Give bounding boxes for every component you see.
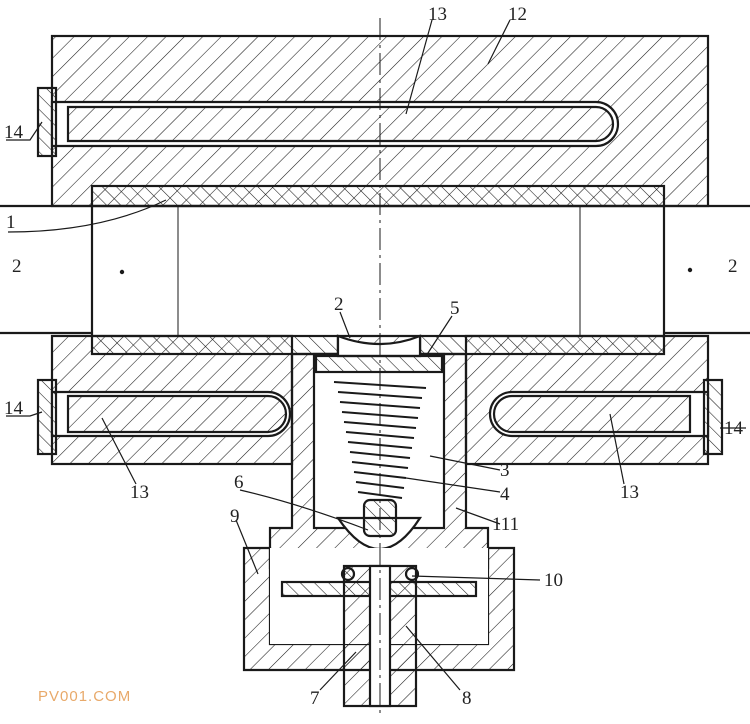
label-4: 4 xyxy=(500,484,510,505)
clamp-bottom-right xyxy=(702,378,724,456)
label-13-bottom-left: 13 xyxy=(130,482,149,503)
lower-right-heater-rod xyxy=(492,394,692,434)
label-6: 6 xyxy=(234,472,244,493)
label-2-middle: 2 xyxy=(334,294,344,315)
label-14-bottom-left: 14 xyxy=(4,398,24,419)
label-2-left: 2 xyxy=(12,256,22,277)
outlet-bore xyxy=(368,564,392,708)
label-14-top-left: 14 xyxy=(4,122,24,143)
label-10: 10 xyxy=(544,570,563,591)
label-111: 111 xyxy=(492,514,519,535)
label-8: 8 xyxy=(462,688,472,709)
leader-lines xyxy=(6,19,746,691)
label-1: 1 xyxy=(6,212,16,233)
label-13-bottom-right: 13 xyxy=(620,482,639,503)
valve-body xyxy=(268,334,490,570)
label-9: 9 xyxy=(230,506,240,527)
top-heater-rod xyxy=(66,105,615,143)
flow-channel xyxy=(0,204,750,336)
watermark: PV001.COM xyxy=(38,688,132,705)
label-3: 3 xyxy=(500,460,510,481)
label-13-top: 13 xyxy=(428,4,447,25)
label-14-bottom-right: 14 xyxy=(724,418,744,439)
clamp-bottom-left xyxy=(36,378,58,456)
label-7: 7 xyxy=(310,688,320,709)
label-2-right: 2 xyxy=(728,256,738,277)
lower-left-heater-rod xyxy=(66,394,288,434)
clamp-top-left xyxy=(36,86,58,158)
label-5: 5 xyxy=(450,298,460,319)
label-12: 12 xyxy=(508,4,527,25)
